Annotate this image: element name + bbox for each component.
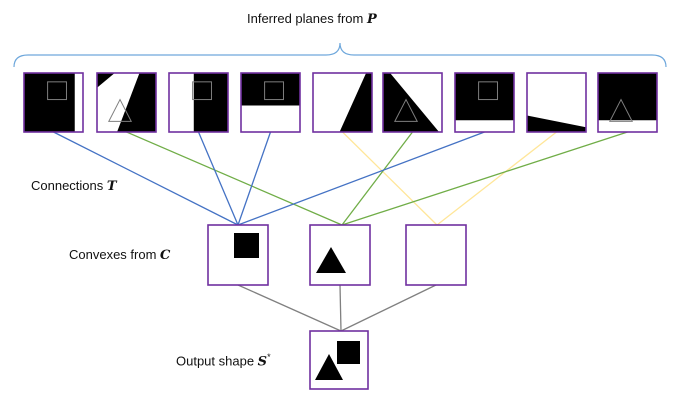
connection-line bbox=[341, 131, 414, 226]
convex-box-c2 bbox=[309, 224, 371, 286]
connection-line bbox=[342, 131, 438, 226]
plane-fill bbox=[97, 73, 115, 88]
connection-line bbox=[341, 131, 628, 226]
plane-fill bbox=[117, 73, 156, 132]
plane-fill bbox=[339, 73, 372, 132]
connections-label: Connections T bbox=[31, 178, 117, 194]
connection-line bbox=[237, 131, 485, 226]
plane-frame bbox=[240, 72, 301, 133]
output-triangle bbox=[315, 354, 343, 380]
connection-line bbox=[126, 131, 343, 226]
plane-guide-square bbox=[47, 81, 67, 101]
plane-box-p9 bbox=[597, 72, 658, 133]
output-shape bbox=[309, 330, 369, 390]
plane-box-p2 bbox=[96, 72, 157, 133]
plane-guide-triangle bbox=[393, 98, 419, 122]
convex-frame bbox=[405, 224, 467, 286]
output-connection-line bbox=[339, 284, 342, 332]
connection-line bbox=[197, 131, 239, 226]
plane-frame bbox=[312, 72, 373, 133]
plane-guide-triangle bbox=[107, 98, 133, 122]
plane-box-p1 bbox=[23, 72, 84, 133]
convex-frame bbox=[309, 224, 371, 286]
plane-fill bbox=[455, 73, 514, 121]
convex-triangle bbox=[316, 247, 346, 273]
plane-frame bbox=[454, 72, 515, 133]
plane-frame bbox=[168, 72, 229, 133]
plane-frame bbox=[526, 72, 587, 133]
plane-fill bbox=[598, 73, 657, 121]
convexes-label: Convexes from C bbox=[69, 247, 171, 263]
planes-label: Inferred planes from P bbox=[247, 11, 377, 27]
plane-frame bbox=[96, 72, 157, 133]
output-square bbox=[337, 341, 360, 364]
planes-row bbox=[23, 72, 658, 133]
plane-guide-triangle bbox=[608, 98, 634, 122]
planes-brace bbox=[13, 42, 667, 68]
output-label: Output shape S* bbox=[176, 352, 271, 370]
output-connection-line bbox=[340, 284, 437, 332]
convex-box-c1 bbox=[207, 224, 269, 286]
convex-box-c3 bbox=[405, 224, 467, 286]
plane-guide-square bbox=[264, 81, 284, 101]
connection-line bbox=[237, 131, 272, 226]
convex-square bbox=[234, 233, 259, 258]
plane-fill bbox=[241, 73, 300, 106]
plane-box-p3 bbox=[168, 72, 229, 133]
connection-line bbox=[53, 131, 239, 226]
connection-line bbox=[436, 131, 557, 226]
plane-frame bbox=[597, 72, 658, 133]
plane-fill bbox=[193, 73, 228, 132]
plane-fill bbox=[24, 73, 75, 132]
connection-lines bbox=[53, 131, 628, 332]
plane-box-p8 bbox=[526, 72, 587, 133]
plane-frame bbox=[382, 72, 443, 133]
convexes-row bbox=[207, 224, 467, 286]
plane-box-p7 bbox=[454, 72, 515, 133]
output-connection-line bbox=[237, 284, 342, 332]
plane-frame bbox=[23, 72, 84, 133]
plane-guide-square bbox=[478, 81, 498, 101]
plane-fill bbox=[527, 115, 586, 132]
plane-box-p6 bbox=[382, 72, 443, 133]
plane-box-p4 bbox=[240, 72, 301, 133]
plane-box-p5 bbox=[312, 72, 373, 133]
plane-guide-square bbox=[192, 81, 212, 101]
